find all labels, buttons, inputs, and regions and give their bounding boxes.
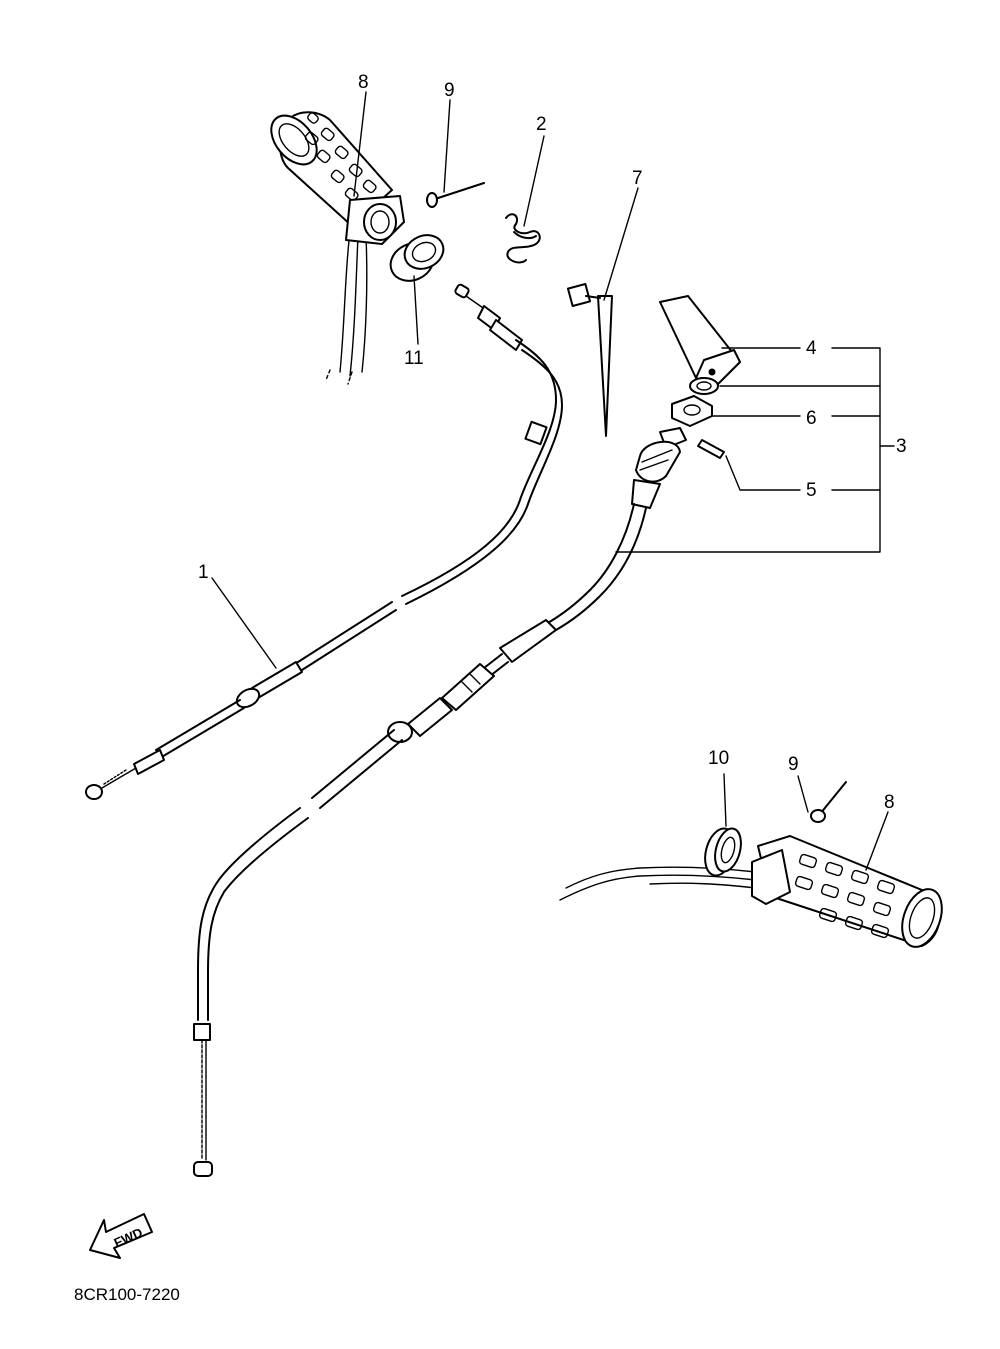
callout-10: 10 [708,748,729,769]
cable-3 [193,427,687,1177]
spring-clip [505,213,541,264]
callout-5: 5 [806,480,817,501]
leader-lines [211,91,895,871]
pin-7 [566,282,613,437]
callout-6: 6 [806,408,817,429]
washer-small [689,377,719,395]
fwd-arrow: FWD [89,1213,153,1259]
callout-8-bottom: 8 [884,792,895,813]
callout-9-bottom: 9 [788,754,799,775]
pin-5 [697,439,725,459]
drawing-code: 8CR100-7220 [74,1285,180,1304]
lever-bracket [659,295,741,387]
callout-4: 4 [806,338,817,359]
collar-10 [704,827,742,877]
grip-right [559,835,943,948]
screw-bottom [810,781,847,823]
grip-left [270,111,405,385]
callout-2: 2 [536,114,547,135]
callout-7: 7 [632,168,643,189]
collar-11 [389,234,445,282]
nut-6 [671,395,713,427]
cable-1 [85,283,563,800]
callout-1: 1 [198,562,209,583]
callout-11: 11 [404,348,424,369]
callout-3: 3 [896,436,907,457]
screw-top [426,182,485,208]
callout-labels: 1 2 3 4 5 6 7 8 8 9 9 10 11 [198,72,907,813]
callout-9-top: 9 [444,80,455,101]
callout-8-top: 8 [358,72,369,93]
